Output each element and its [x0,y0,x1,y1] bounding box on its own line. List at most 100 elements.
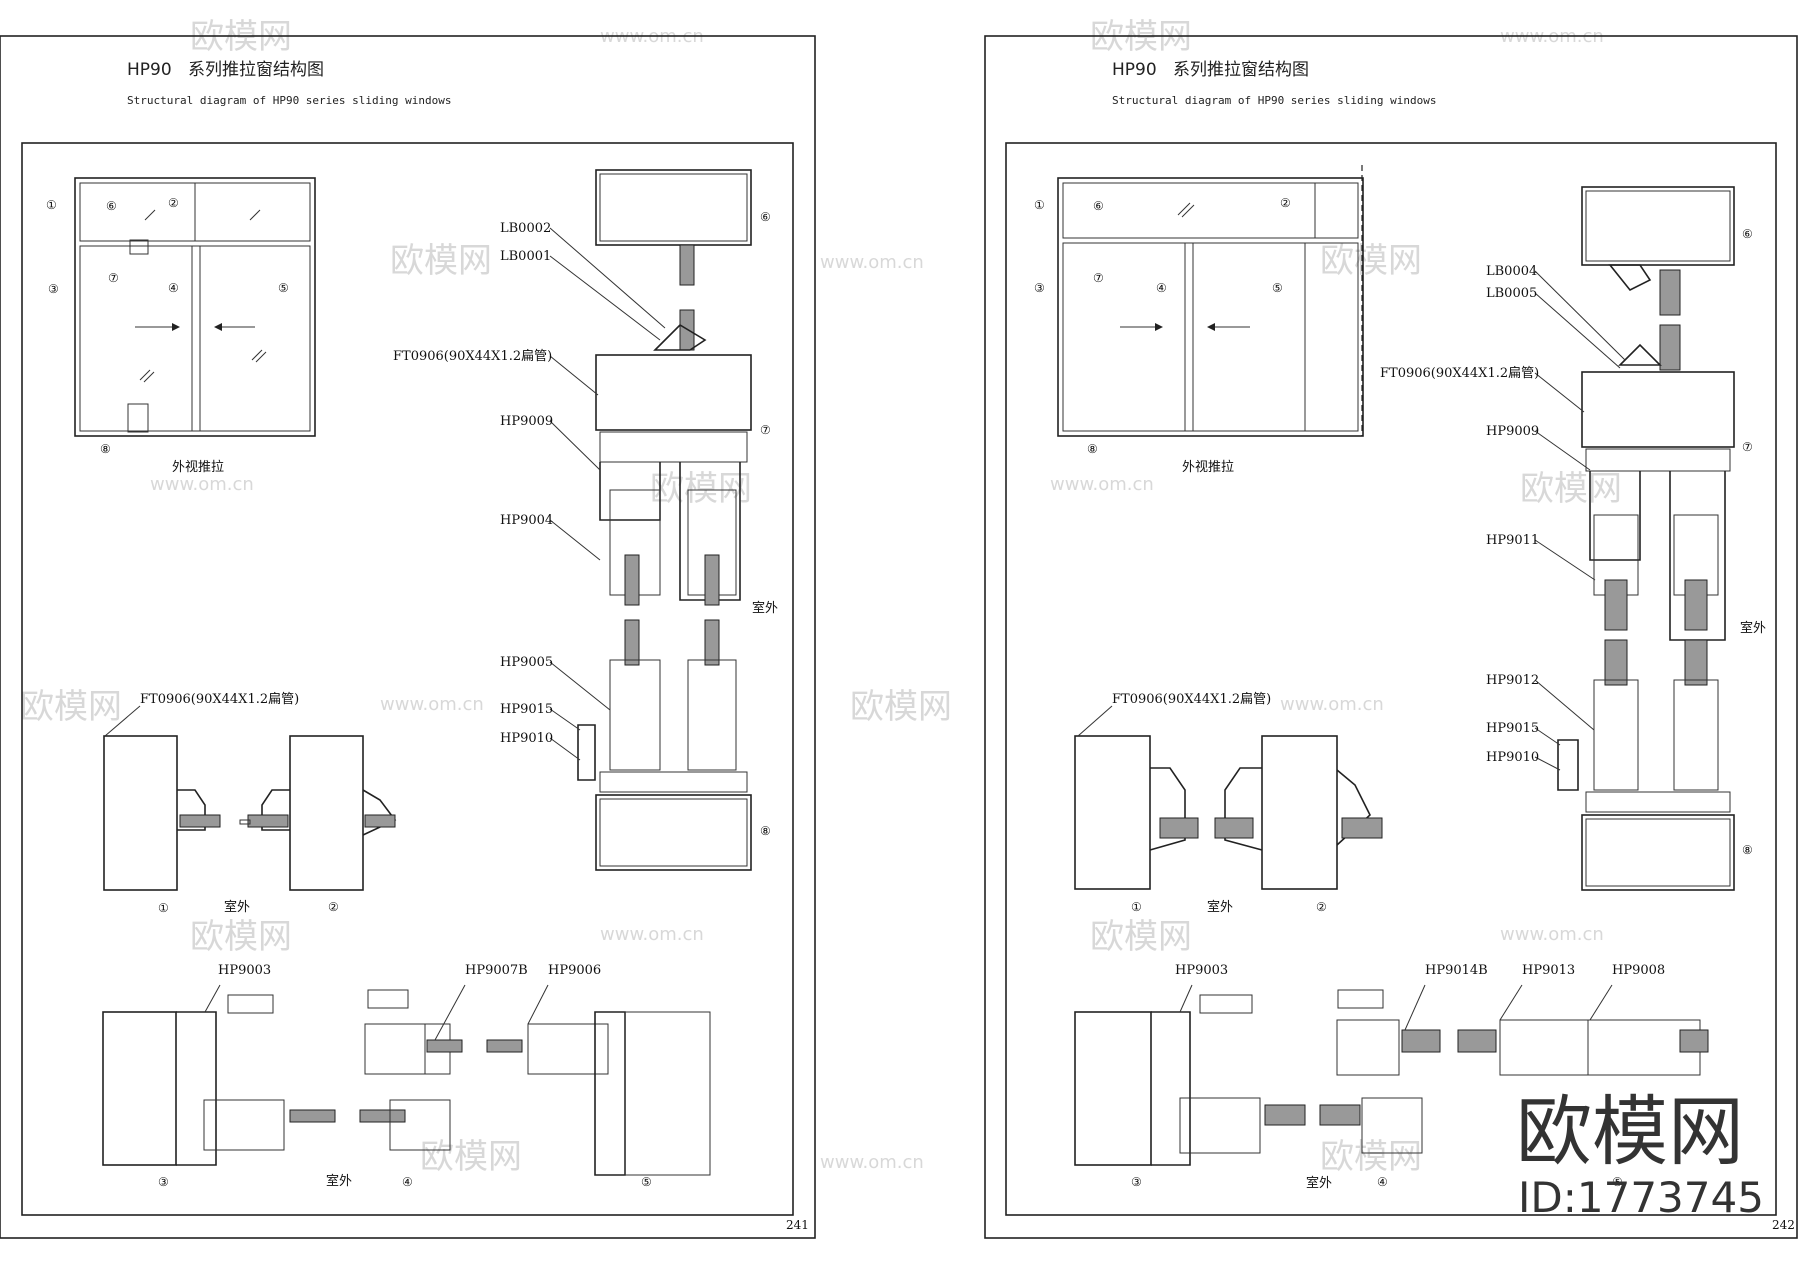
watermarks: 欧模网 www.om.cn 欧模网 www.om.cn 欧模网 www.om.c… [20,17,1622,1177]
section-labels: LB0002 LB0001 FT0906(90X44X1.2扁管) HP9009… [393,221,778,746]
watermark-brand: 欧模网 [20,687,122,727]
marker-7: ⑦ [760,423,771,437]
part-label-hp9003: HP9003 [218,963,271,978]
watermark-url: www.om.cn [820,1152,924,1173]
watermark-url: www.om.cn [380,694,484,715]
marker-1: ① [158,901,169,915]
marker-1: ① [1034,198,1045,212]
marker-4: ④ [1377,1175,1388,1189]
watermark-brand: 欧模网 [650,469,752,509]
marker-3: ③ [1131,1175,1142,1189]
watermark-brand: 欧模网 [1090,17,1192,57]
marker-5: ⑤ [1272,281,1283,295]
part-label-hp9011: HP9011 [1486,533,1539,548]
marker-6: ⑥ [1742,227,1753,241]
marker-3: ③ [158,1175,169,1189]
part-label-hp9006: HP9006 [548,963,601,978]
watermark-brand: 欧模网 [1520,469,1622,509]
elevation-markers: ① ⑥ ② ③ ⑦ ④ ⑤ ⑧ [46,196,289,456]
marker-4: ④ [402,1175,413,1189]
watermark-url: www.om.cn [1500,924,1604,945]
window-elevation [74,177,316,437]
watermark-url: www.om.cn [1280,694,1384,715]
outside-label: 室外 [224,899,250,915]
part-label-hp9009: HP9009 [1486,424,1539,439]
part-label-hp9010: HP9010 [1486,750,1539,765]
watermark-url: www.om.cn [150,474,254,495]
part-label-hp9013: HP9013 [1522,963,1575,978]
marker-7: ⑦ [1742,440,1753,454]
elevation-caption: 外视推拉 [172,460,224,475]
part-label-hp9015: HP9015 [1486,721,1539,736]
part-label-hp9010: HP9010 [500,731,553,746]
marker-4: ④ [1156,281,1167,295]
part-label-ft0906: FT0906(90X44X1.2扁管) [140,692,299,707]
marker-8: ⑧ [1742,843,1753,857]
subtitle: Structural diagram of HP90 series slidin… [127,94,452,107]
drawing-frame [1005,142,1777,1216]
watermark-brand: 欧模网 [420,1137,522,1177]
part-label-ft0906: FT0906(90X44X1.2扁管) [393,349,552,364]
page-left: HP90 系列推拉窗结构图 Structural diagram of HP90… [0,35,816,1239]
watermark-brand: 欧模网 [190,17,292,57]
part-label-lb0004: LB0004 [1486,264,1537,279]
outside-label: 室外 [326,1173,352,1189]
part-label-hp9008: HP9008 [1612,963,1665,978]
marker-1: ① [46,198,57,212]
marker-3: ③ [48,282,59,296]
title-cn: 系列推拉窗结构图 [1173,60,1309,80]
outside-label: 室外 [1306,1175,1332,1191]
title-code: HP90 [1112,60,1157,80]
title-cn: 系列推拉窗结构图 [188,60,324,80]
watermark-url: www.om.cn [1050,474,1154,495]
section-leaders [1534,270,1626,771]
part-label-ft0906: FT0906(90X44X1.2扁管) [1380,366,1539,381]
part-label-hp9005: HP9005 [500,655,553,670]
watermark-brand: 欧模网 [190,917,292,957]
horizontal-section-1-2: FT0906(90X44X1.2扁管) ① ② 室外 [103,692,397,915]
marker-8: ⑧ [1087,442,1098,456]
marker-8: ⑧ [100,442,111,456]
page-right: HP90 系列推拉窗结构图 Structural diagram of HP90… [984,35,1798,1239]
horizontal-section-1-2: FT0906(90X44X1.2扁管) ① 室外 ② [1074,692,1383,915]
section-leaders [549,227,666,761]
stamp-id: ID:1773745 [1518,1173,1764,1222]
vertical-section [1557,186,1735,891]
marker-2: ② [168,196,179,210]
part-label-ft0906: FT0906(90X44X1.2扁管) [1112,692,1271,707]
marker-6: ⑥ [106,199,117,213]
page-border [984,35,1798,1239]
marker-5: ⑤ [1612,1175,1623,1189]
part-label-hp9004: HP9004 [500,513,553,528]
page-number: 241 [786,1218,809,1232]
part-label-lb0005: LB0005 [1486,286,1537,301]
part-label-lb0001: LB0001 [500,249,551,264]
part-label-hp9007b: HP9007B [465,963,528,978]
stamp-logo: 欧模网 [1516,1087,1744,1176]
part-label-lb0002: LB0002 [500,221,551,236]
watermark-brand: 欧模网 [390,241,492,281]
marker-4: ④ [168,281,179,295]
part-label-hp9015: HP9015 [500,702,553,717]
part-label-hp9003: HP9003 [1175,963,1228,978]
outside-label: 室外 [1740,620,1766,636]
part-label-hp9009: HP9009 [500,414,553,429]
marker-6: ⑥ [760,210,771,224]
page-border [0,35,816,1239]
elevation-caption: 外视推拉 [1182,460,1234,475]
marker-3: ③ [1034,281,1045,295]
title-code: HP90 [127,60,172,80]
outside-label: 室外 [752,600,778,616]
page-number: 242 [1772,1218,1795,1232]
watermark-brand: 欧模网 [1090,917,1192,957]
marker-7: ⑦ [1093,271,1104,285]
brand-stamp: 欧模网 ID:1773745 [1516,1087,1764,1222]
watermark-url: www.om.cn [600,924,704,945]
marker-7: ⑦ [108,271,119,285]
watermark-brand: 欧模网 [1320,241,1422,281]
section-markers: ⑥ ⑦ ⑧ [1742,227,1753,857]
marker-5: ⑤ [641,1175,652,1189]
marker-2: ② [1316,900,1327,914]
section-labels: LB0004 LB0005 FT0906(90X44X1.2扁管) HP9009… [1380,264,1766,765]
